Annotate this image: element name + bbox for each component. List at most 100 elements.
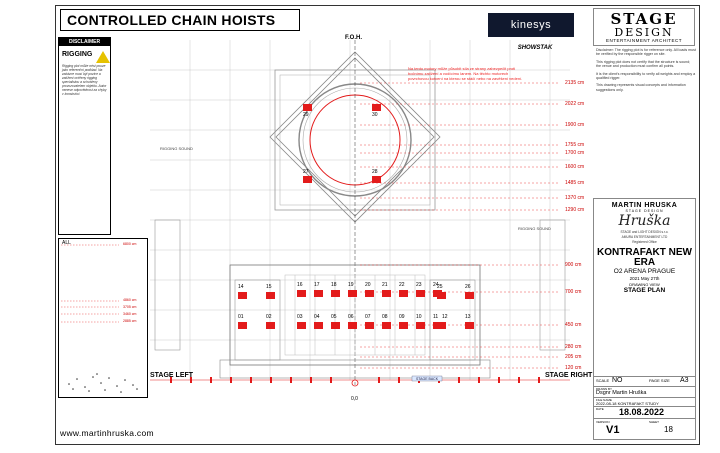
hoist-28[interactable] [372,176,381,183]
firm-sub: STAGE DESIGN [625,209,664,213]
rigging-sound-right: RIGGING SOUND [518,226,551,231]
hoist-label: 14 [238,284,244,290]
hoist-label: 12 [442,314,448,320]
hoist-21[interactable] [382,290,391,297]
date-row: DATE 18.08.2022 [594,406,695,419]
disclaimer-heading: DISCLAIMER [59,38,110,46]
dimension-label: 2022 cm [565,101,585,107]
hoist-20[interactable] [365,290,374,297]
stage-right-label: STAGE RIGHT [545,372,593,379]
stage-deck [229,264,481,366]
hoist-14[interactable] [238,292,247,299]
hoist-03[interactable] [297,322,306,329]
sheet-label: SHEET [649,420,660,424]
dimension-label: 1700 cm [565,150,585,156]
scale-label: SCALE [596,378,610,383]
hoist-label: 27 [303,169,309,175]
hoist-10[interactable] [416,322,425,329]
hoist-label: 13 [465,314,471,320]
hoist-15[interactable] [266,292,275,299]
hoist-label: 25 [437,284,443,290]
hoist-label: 26 [465,284,471,290]
kinesys-logo: kinesys [488,13,574,37]
foh-label: F.O.H. [345,35,363,41]
hoist-label: 11 [433,314,439,320]
dimension-label: 1600 cm [565,164,585,170]
hoist-label: 06 [348,314,354,320]
hoist-label: 15 [266,284,272,290]
stage-back-box [411,375,443,382]
red-annotation-note: Na tento motory může působit síla ze str… [408,66,523,81]
plot-dim: 3460 cm [123,312,137,316]
dimension-label: 1755 cm [565,142,585,148]
hoist-26[interactable] [465,292,474,299]
hoist-label: 05 [331,314,337,320]
event-date: 2021 May 27th [629,276,660,281]
drawn-row: DRAWN BY Dsgnr Martin Hruška [594,386,695,397]
hoist-label: 28 [372,169,378,175]
hoist-02[interactable] [266,322,275,329]
hoist-23[interactable] [416,290,425,297]
hoist-label: 19 [348,282,354,288]
plot-dim: 2885 cm [123,319,137,323]
drawing-view: STAGE PLAN [623,287,666,294]
hoist-04[interactable] [314,322,323,329]
signature: Hruška [618,213,671,229]
hoist-13[interactable] [465,322,474,329]
company-line: Registered Office [632,240,657,244]
sheet-value: 18 [664,425,673,434]
plot-label: ALL [62,240,71,246]
scale-row: SCALE NO PAGE SIZE A3 [594,376,695,387]
company-line: AMURA ENTERTAINMENT LTD [621,235,668,239]
hoist-06[interactable] [348,322,357,329]
dimension-label: 700 cm [565,289,582,295]
hoist-29[interactable] [303,104,312,111]
rigging-heading: RIGGING [62,51,93,58]
plot-dim: 6800 cm [123,242,137,246]
hoist-17[interactable] [314,290,323,297]
hoist-label: 17 [314,282,320,288]
stage-back-label: STAGE BACK [416,377,439,381]
hoist-19[interactable] [348,290,357,297]
dimension-label: 1485 cm [565,180,585,186]
hoist-16[interactable] [297,290,306,297]
hoist-09[interactable] [399,322,408,329]
note-paragraph: Disclaimer: The rigging plot is for refe… [596,48,696,57]
hoist-label: 08 [382,314,388,320]
hoist-08[interactable] [382,322,391,329]
hoist-05[interactable] [331,322,340,329]
hoist-overview-plot: ALL 6800 cm 4860 cm 3705 cm 3460 cm 2885… [58,238,148,398]
hoist-18[interactable] [331,290,340,297]
drawing-sheet [55,5,700,445]
version-label: VERSION [596,420,610,424]
hoist-07[interactable] [365,322,374,329]
project-name: KONTRAFAKT NEW ERA [597,247,692,268]
logo-line2: DESIGN [614,26,674,39]
hoist-27[interactable] [303,176,312,183]
hoist-label: 10 [416,314,422,320]
website-url[interactable]: www.martinhruska.com [60,428,154,438]
hoist-label: 20 [365,282,371,288]
hoist-22[interactable] [399,290,408,297]
scale-value: NO [612,377,623,384]
hoist-01[interactable] [238,322,247,329]
dimension-label: 205 cm [565,354,582,360]
version-row: VERSION V1 SHEET 18 [594,418,695,441]
drawing-title: CONTROLLED CHAIN HOISTS [60,9,300,31]
venue: O2 ARENA PRAGUE [613,268,676,275]
file-value: 2022-08-18 KONTRAFAKT STUDY [596,401,659,406]
hoist-24[interactable] [433,290,442,297]
title-block: MARTIN HRUSKA STAGE DESIGN Hruška STAGE … [593,198,696,440]
hoist-12[interactable] [437,322,446,329]
hoist-30[interactable] [372,104,381,111]
hoist-label: 30 [372,112,378,118]
hoist-label: 16 [297,282,303,288]
file-label: FILE NAME [596,398,612,402]
side-towers [154,219,566,361]
note-paragraph: It is the client's responsibility to ver… [596,71,696,81]
dimension-label: 1370 cm [565,195,585,201]
file-row: FILE NAME 2022-08-18 KONTRAFAKT STUDY [594,397,695,407]
plot-dim: 4860 cm [123,298,137,302]
rigging-sound-left: RIGGING SOUND [160,146,193,151]
stage-design-logo: STAGE DESIGN ENTERTAINMENT ARCHITECT [593,8,695,46]
